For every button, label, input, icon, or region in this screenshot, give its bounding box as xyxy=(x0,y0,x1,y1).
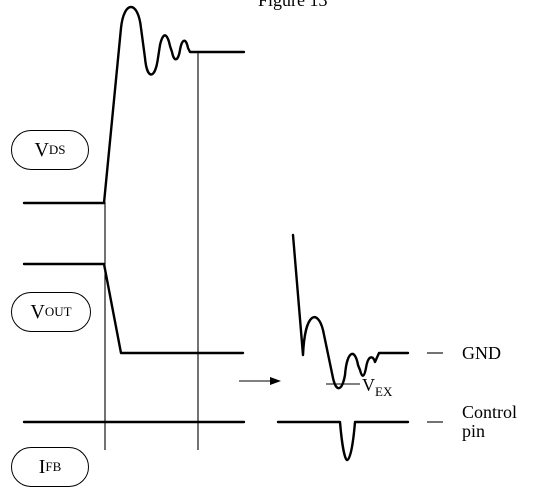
vout-detail-waveform xyxy=(291,233,410,390)
vds-label-sub: DS xyxy=(48,142,66,157)
control-pin-waveform xyxy=(276,420,410,462)
control-pin-label-line1: Control xyxy=(462,402,518,422)
vex-label-main: V xyxy=(362,375,375,395)
vex-label-sub: EX xyxy=(375,384,393,399)
arrow-head xyxy=(270,377,281,385)
vex-label: VEX xyxy=(362,376,392,401)
control-pin-label-line2: pin xyxy=(462,421,486,441)
figure-caption: Figure 13 xyxy=(258,0,328,10)
vds-label-main: V xyxy=(34,138,49,161)
vout-label-main: V xyxy=(30,300,45,323)
vout-label-sub: OUT xyxy=(44,304,72,319)
ifb-label-sub: FB xyxy=(45,459,62,474)
gnd-label: GND xyxy=(462,343,501,363)
vout-waveform xyxy=(22,262,245,355)
vds-waveform xyxy=(22,6,246,205)
ifb-label-main: I xyxy=(38,455,46,478)
